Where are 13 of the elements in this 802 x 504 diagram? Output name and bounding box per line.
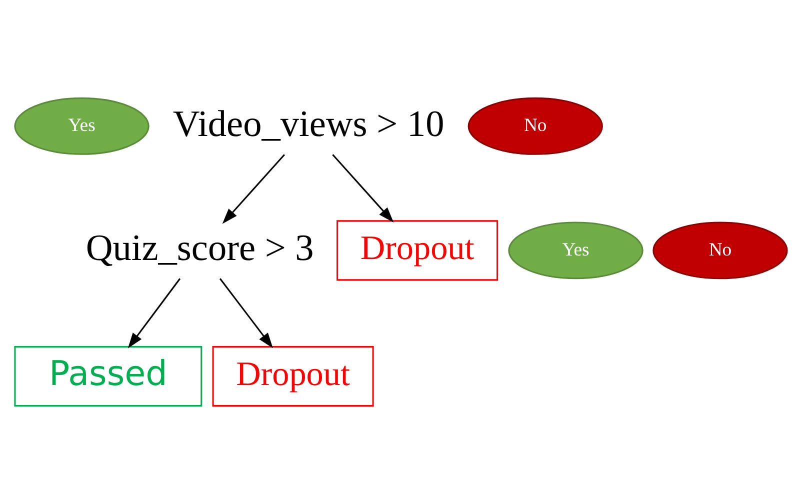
arrow: [332, 154, 394, 223]
node-ellipse: Yes: [14, 97, 150, 155]
node-ellipse: No: [468, 97, 603, 155]
node-ellipse: No: [652, 222, 788, 280]
node-box: Passed: [14, 346, 202, 407]
node-box: Dropout: [212, 346, 374, 407]
arrow: [128, 278, 181, 348]
node-ellipse: Yes: [508, 222, 644, 280]
node-text: Quiz_score > 3: [86, 228, 314, 270]
node-text: Video_views > 10: [172, 104, 444, 145]
arrow: [222, 154, 286, 224]
arrow: [219, 278, 273, 348]
node-box: Dropout: [336, 220, 498, 281]
